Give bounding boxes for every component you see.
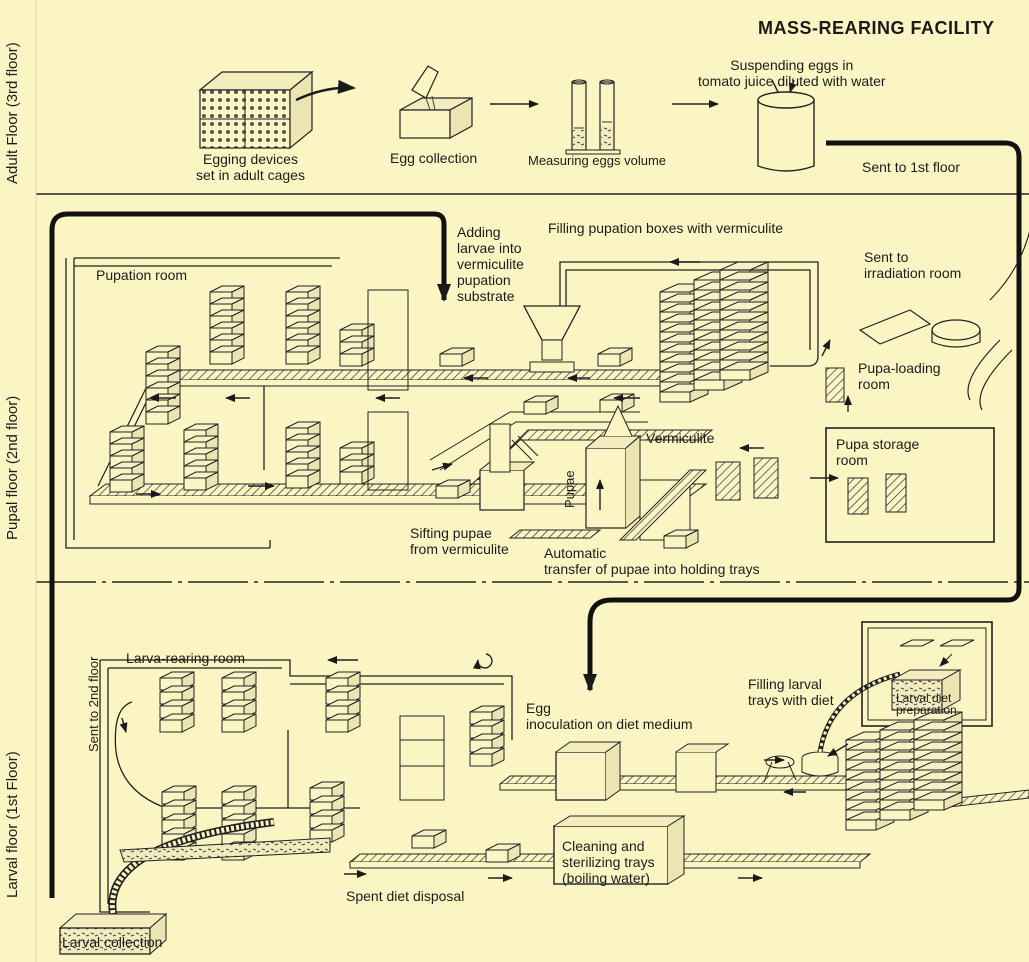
floor-label-adult: Adult Floor (3rd floor) bbox=[4, 42, 21, 184]
measuring-cylinders bbox=[566, 80, 620, 154]
holding-tray-racks bbox=[716, 458, 778, 500]
label-suspending: Suspending eggs in tomato juice diluted … bbox=[698, 57, 886, 89]
label-larva-rearing-room: Larva-rearing room bbox=[126, 650, 245, 666]
floor-label-pupal: Pupal floor (2nd floor) bbox=[4, 396, 21, 540]
label-pupae: Pupae bbox=[562, 470, 577, 508]
pupae-transfer-machine bbox=[510, 406, 706, 548]
label-larval-collection: Larval collection bbox=[62, 934, 162, 950]
label-filling-pupation: Filling pupation boxes with vermiculite bbox=[548, 220, 783, 236]
label-pupation-room: Pupation room bbox=[96, 267, 187, 283]
tomato-juice-container bbox=[758, 80, 814, 171]
label-egging-devices: Egging devices set in adult cages bbox=[196, 151, 305, 183]
pupation-box-pile bbox=[660, 262, 768, 402]
label-pupa-storage: Pupa storage room bbox=[836, 436, 919, 468]
label-egg-collection: Egg collection bbox=[390, 150, 477, 166]
egg-inoculation-machine bbox=[556, 742, 620, 800]
label-pupa-loading: Pupa-loading room bbox=[858, 360, 941, 392]
label-measuring: Measuring eggs volume bbox=[528, 153, 666, 169]
floor-label-larval: Larval floor (1st Floor) bbox=[4, 751, 21, 898]
label-sent-to-1st: Sent to 1st floor bbox=[862, 159, 960, 175]
pupa-rack bbox=[826, 368, 844, 402]
label-cleaning: Cleaning and sterilizing trays (boiling … bbox=[562, 838, 655, 886]
label-larval-diet-prep: Larval diet preparation bbox=[896, 692, 957, 716]
label-automatic-transfer: Automatic transfer of pupae into holding… bbox=[544, 545, 760, 577]
egging-device-cages bbox=[200, 72, 354, 148]
label-adding-larvae: Adding larvae into vermiculite pupation … bbox=[457, 224, 524, 304]
tray-stack bbox=[846, 712, 962, 830]
label-sent-to-2nd: Sent to 2nd floor bbox=[86, 657, 101, 752]
diagram-title: MASS-REARING FACILITY bbox=[758, 18, 995, 39]
egg-collection-container bbox=[400, 66, 472, 138]
label-sent-to-irradiation: Sent to irradiation room bbox=[864, 249, 961, 281]
label-sifting: Sifting pupae from vermiculite bbox=[410, 525, 509, 557]
label-egg-inoculation: Egg inoculation on diet medium bbox=[526, 700, 693, 732]
label-vermiculite: Vermiculite bbox=[646, 430, 714, 446]
label-filling-larval: Filling larval trays with diet bbox=[748, 676, 834, 708]
label-spent-diet: Spent diet disposal bbox=[346, 888, 464, 904]
